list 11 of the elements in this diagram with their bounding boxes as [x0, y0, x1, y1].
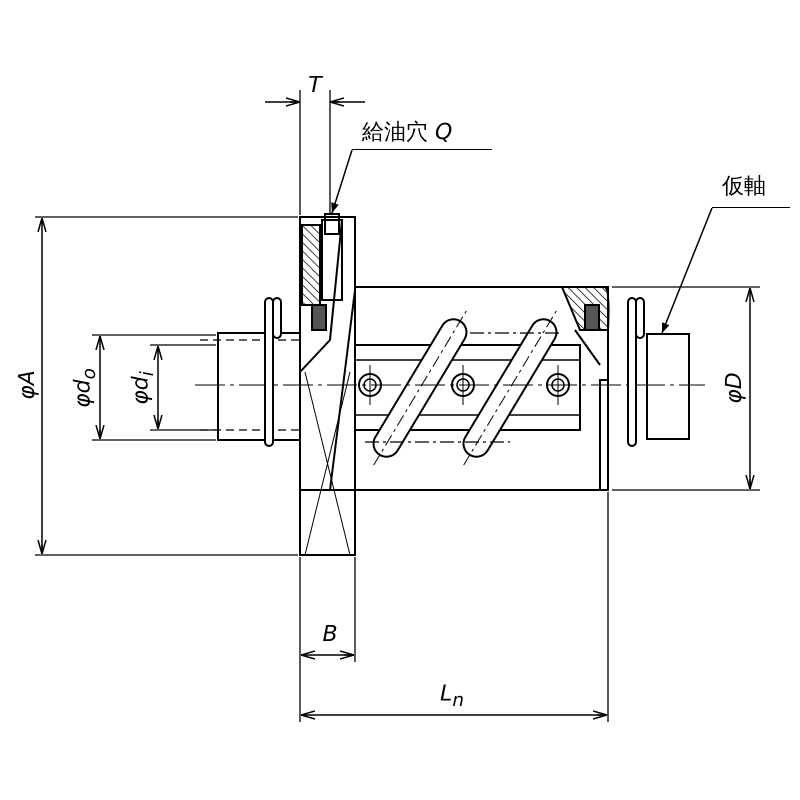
dimension-label: L$_{n}$ [440, 684, 464, 710]
shaft [646, 333, 690, 440]
dimension-label: φD [724, 372, 746, 404]
callout-label: 給油穴 Q [352, 120, 492, 150]
dimension-label: T [308, 75, 322, 97]
leader-line [661, 208, 713, 334]
dimension-label: B [322, 624, 338, 646]
oil-hole [324, 213, 340, 235]
dimension-label: φA [17, 370, 39, 400]
leader-line [331, 150, 353, 214]
callout-label: 仮軸 [712, 174, 790, 208]
